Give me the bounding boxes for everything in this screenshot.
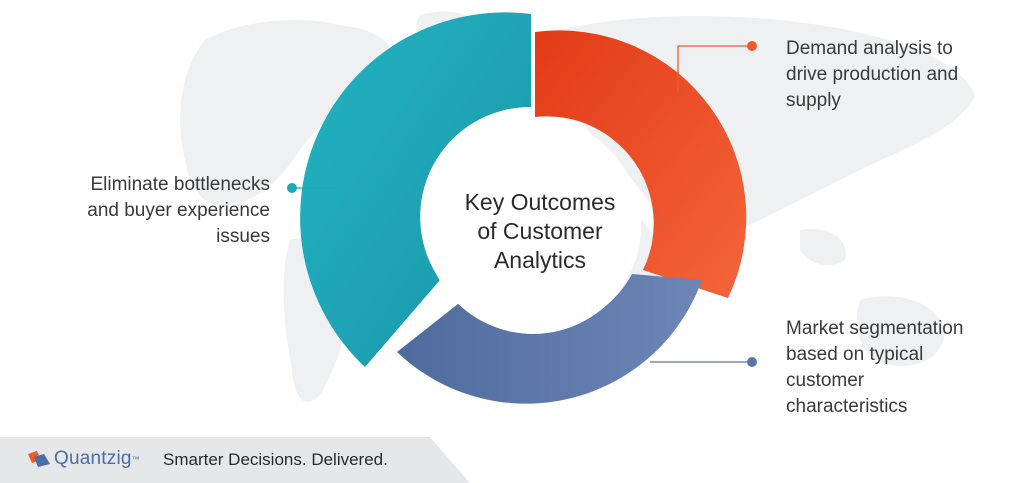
label-market-line-4: characteristics xyxy=(786,396,908,417)
center-title-line-3: Analytics xyxy=(493,247,587,273)
brand-name: Quantzig xyxy=(54,448,132,469)
brand-trademark: ™ xyxy=(131,454,140,464)
label-eliminate: Eliminate bottlenecks and buyer experien… xyxy=(30,172,270,250)
dot-eliminate xyxy=(287,183,297,193)
quantzig-logo-icon xyxy=(28,451,50,467)
label-demand-line-2: drive production and xyxy=(786,64,959,85)
footer-bar xyxy=(0,437,470,483)
dot-demand xyxy=(747,41,757,51)
label-market-line-1: Market segmentation xyxy=(786,318,964,339)
center-title: Key Outcomes of Customer Analytics xyxy=(430,188,650,275)
label-eliminate-line-2: and buyer experience xyxy=(87,200,270,221)
label-demand: Demand analysis to drive production and … xyxy=(786,36,1011,114)
segment-demand xyxy=(535,30,747,299)
segment-eliminate xyxy=(300,12,531,368)
label-demand-line-1: Demand analysis to xyxy=(786,38,953,59)
center-circle xyxy=(425,118,641,334)
label-market-line-3: customer xyxy=(786,370,865,391)
label-market-line-2: based on typical xyxy=(786,344,924,365)
center-title-line-2: of Customer xyxy=(477,218,603,244)
brand-tagline: Smarter Decisions. Delivered. xyxy=(163,450,388,469)
connector-demand xyxy=(677,45,752,92)
center-title-line-1: Key Outcomes xyxy=(464,189,616,215)
dot-market xyxy=(747,357,757,367)
label-market: Market segmentation based on typical cus… xyxy=(786,316,1011,420)
southeast-asia-shape xyxy=(800,229,846,266)
north-america-shape xyxy=(180,20,393,206)
label-eliminate-line-1: Eliminate bottlenecks xyxy=(90,174,270,195)
segment-market xyxy=(397,274,702,404)
footer-background xyxy=(0,437,470,483)
label-eliminate-line-3: issues xyxy=(216,226,270,247)
label-demand-line-3: supply xyxy=(786,90,841,111)
australia-shape xyxy=(856,296,945,366)
